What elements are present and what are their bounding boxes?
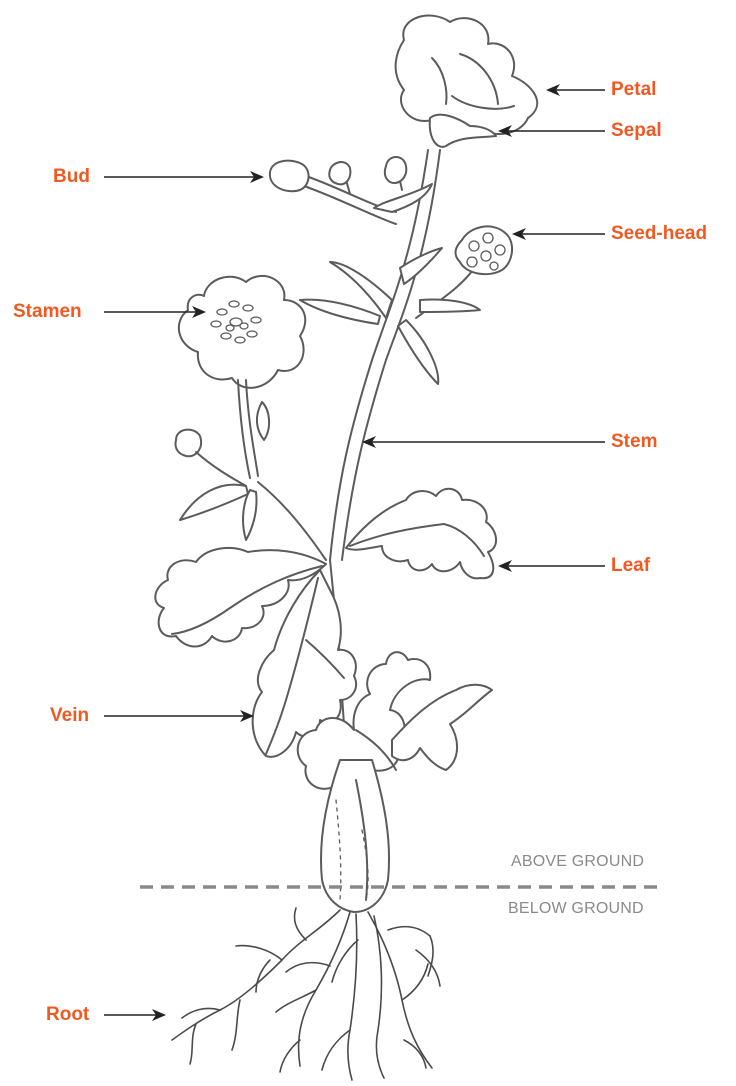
above-ground-label: ABOVE GROUND bbox=[511, 853, 644, 871]
label-stamen: Stamen bbox=[13, 301, 82, 323]
vein-arrow bbox=[104, 710, 254, 722]
label-sepal: Sepal bbox=[611, 120, 662, 142]
below-ground-label: BELOW GROUND bbox=[508, 900, 644, 918]
label-bud: Bud bbox=[53, 166, 90, 188]
leaf-right bbox=[346, 489, 496, 579]
root-system bbox=[172, 908, 440, 1080]
bud bbox=[270, 161, 309, 191]
label-seed-head: Seed-head bbox=[611, 223, 707, 245]
label-petal: Petal bbox=[611, 79, 656, 101]
petal-arrow bbox=[546, 84, 605, 96]
label-leaf: Leaf bbox=[611, 555, 650, 577]
label-stem: Stem bbox=[611, 431, 657, 453]
bud-arrow bbox=[104, 171, 264, 183]
leaf-arrow bbox=[498, 560, 605, 572]
label-vein: Vein bbox=[50, 705, 89, 727]
root-arrow bbox=[104, 1009, 166, 1021]
plant-drawing bbox=[155, 16, 537, 912]
stem-arrow bbox=[362, 436, 605, 448]
label-root: Root bbox=[46, 1004, 89, 1026]
seed-head-arrow bbox=[512, 228, 605, 240]
top-flower bbox=[396, 16, 538, 147]
